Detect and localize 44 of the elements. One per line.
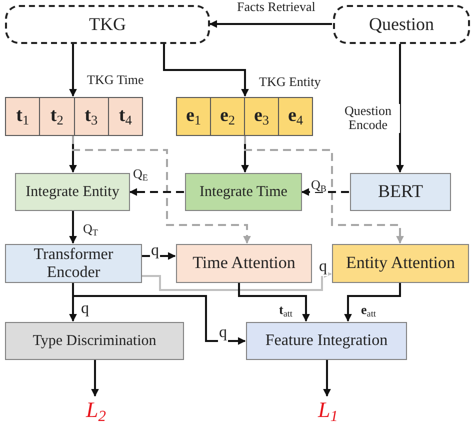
edge-label: TKG Entity — [258, 75, 322, 90]
arrow — [344, 283, 401, 322]
arrow — [129, 188, 184, 196]
process-box: Integrate Time — [185, 173, 302, 211]
process-box: Integrate Entity — [15, 173, 130, 211]
process-box: BERT — [350, 173, 451, 211]
arrow — [142, 252, 176, 260]
vector-element: e$_{1}$ — [177, 98, 211, 135]
arrow — [209, 20, 332, 28]
edge-label: Q$_{E}$ — [132, 167, 149, 182]
vector-element: e$_{3}$ — [245, 98, 279, 135]
arrow — [163, 44, 249, 97]
arrow — [91, 360, 99, 397]
arrow — [72, 136, 251, 244]
vector-element: e$_{2}$ — [211, 98, 245, 135]
vector-array — [5, 97, 143, 136]
process-box: Feature Integration — [246, 322, 407, 360]
vector-array — [176, 97, 313, 136]
vector-element: e$_{4}$ — [286, 104, 304, 130]
vector-element: t$_{3}$ — [74, 98, 109, 135]
vector-element: t$_{4}$ — [118, 104, 133, 130]
arrow — [301, 188, 349, 196]
vector-element: t$_{2}$ — [40, 98, 74, 135]
arrow — [142, 270, 332, 291]
edge-label: Q$_{B}$ — [310, 178, 328, 192]
arrow — [238, 283, 310, 322]
process-box: Time Attention — [176, 244, 312, 283]
dashed-rounded-box: Question — [333, 5, 470, 44]
arrow — [69, 211, 77, 244]
arrow — [396, 44, 404, 173]
edge-label: Facts Retrieval — [236, 0, 316, 14]
arrow — [69, 44, 77, 97]
loss-label: L$_{2}$ — [80, 397, 112, 423]
loss-label: L$_{1}$ — [312, 397, 344, 423]
process-box: Entity Attention — [332, 244, 469, 283]
arrow — [244, 136, 404, 244]
vector-element: t$_{1}$ — [6, 98, 40, 135]
arrow — [323, 360, 331, 397]
process-box: Transformer Encoder — [5, 244, 142, 283]
edge-label: Q$_{T}$ — [82, 222, 99, 236]
dashed-rounded-box: TKG — [5, 5, 210, 44]
edge-label: TKG Time — [86, 73, 145, 88]
process-box: Type Discrimination — [5, 322, 184, 360]
arrow — [72, 283, 246, 345]
